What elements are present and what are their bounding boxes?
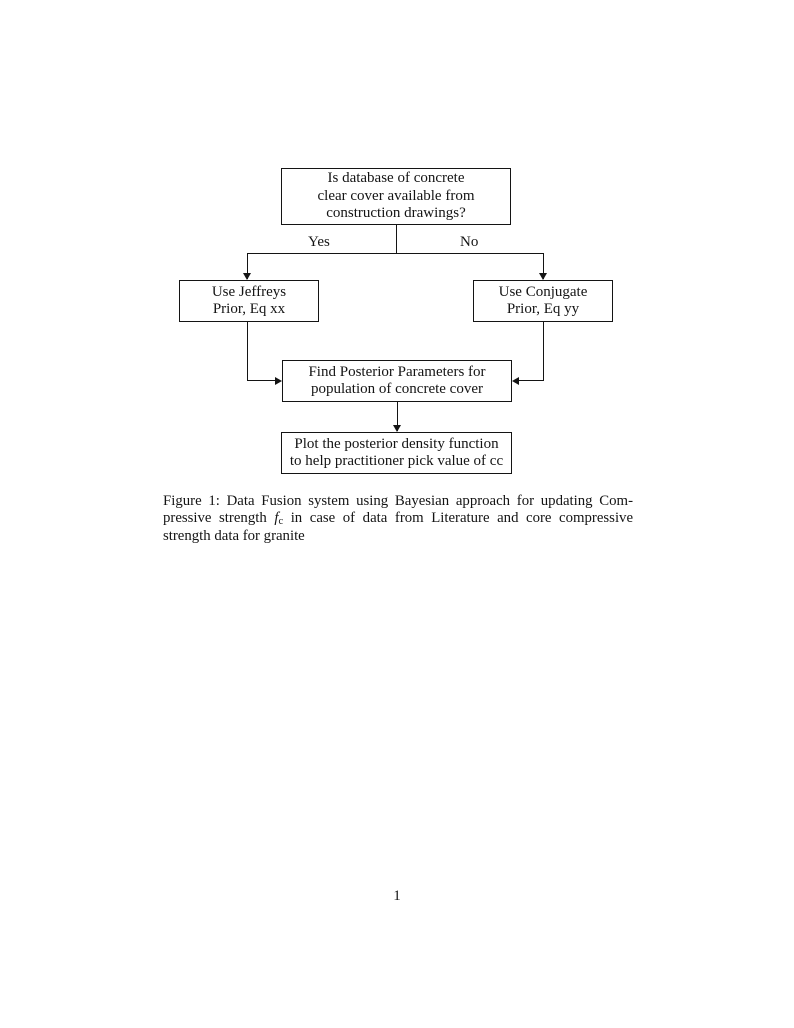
figure-caption: Figure 1: Data Fusion system using Bayes… [163, 493, 633, 545]
no-arrowhead [539, 273, 547, 280]
conjugate-out-vline [543, 322, 544, 381]
caption-line3: strength data for granite [163, 527, 305, 544]
conjugate-box-line1: Use Conjugate [498, 283, 588, 300]
posterior-box-line2: population of concrete cover [310, 381, 483, 397]
page-number: 1 [393, 888, 401, 904]
jeffreys-box: Use Jeffreys Prior, Eq xx [179, 280, 319, 322]
yes-branch-line [247, 253, 248, 279]
decision-box-line3: construction drawings? [326, 205, 466, 222]
plot-box-line1: Plot the posterior density function [294, 435, 499, 452]
yes-arrowhead [243, 273, 251, 280]
plot-box-line2: to help practitioner pick value of cc [289, 453, 504, 469]
caption-line2-before-math: pressive strength [163, 510, 267, 527]
jeffreys-arrowhead [275, 376, 282, 385]
jeffreys-out-hline [247, 380, 277, 381]
jeffreys-box-line2: Prior, Eq xx [212, 301, 286, 317]
posterior-stem-line [397, 402, 398, 431]
posterior-arrowhead [393, 425, 401, 432]
jeffreys-out-vline [247, 322, 248, 381]
jeffreys-box-line1: Use Jeffreys [211, 283, 287, 300]
conjugate-arrowhead [512, 376, 519, 385]
decision-box: Is database of concrete clear cover avai… [281, 168, 511, 225]
caption-line2-after-math: in case of data from Literature and core… [290, 510, 634, 527]
caption-math-sub-c: c [278, 516, 284, 528]
decision-box-line1: Is database of concrete [327, 170, 465, 187]
posterior-box-line1: Find Posterior Parameters for [308, 363, 486, 380]
caption-line2: pressive strength fc in case of data fro… [163, 510, 633, 527]
caption-math-f: f [274, 510, 279, 527]
branch-line [247, 253, 544, 254]
plot-box: Plot the posterior density function to h… [281, 432, 512, 474]
yes-label: Yes [308, 234, 330, 250]
conjugate-box: Use Conjugate Prior, Eq yy [473, 280, 613, 322]
decision-stem-line [396, 225, 397, 253]
no-label: No [460, 234, 479, 250]
conjugate-box-line2: Prior, Eq yy [506, 301, 580, 317]
decision-box-line2: clear cover available from [317, 187, 475, 204]
caption-line1: Figure 1: Data Fusion system using Bayes… [163, 493, 633, 509]
no-branch-line [543, 253, 544, 279]
conjugate-out-hline [514, 380, 544, 381]
posterior-box: Find Posterior Parameters for population… [282, 360, 512, 402]
caption-math-fc: fc [274, 510, 284, 528]
